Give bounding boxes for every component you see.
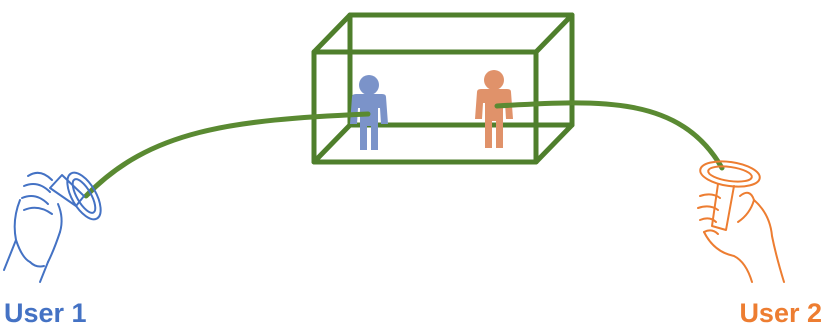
user1-controller-hand-icon [4,167,107,282]
shared-space-box [314,15,572,162]
user1-link-curve [86,114,368,196]
user2-controller-ring [699,158,762,190]
user2-avatar-icon [475,70,513,148]
box-edge-bottom-right [536,125,572,162]
user2-link-curve [497,103,722,168]
user2-controller-hand-icon [698,158,784,282]
user2-label: User 2 [739,300,822,327]
box-edge-bottom-left [314,125,350,162]
box-edge-top-left [314,15,350,52]
box-edge-top-right [536,15,572,52]
user1-label: User 1 [4,300,87,327]
